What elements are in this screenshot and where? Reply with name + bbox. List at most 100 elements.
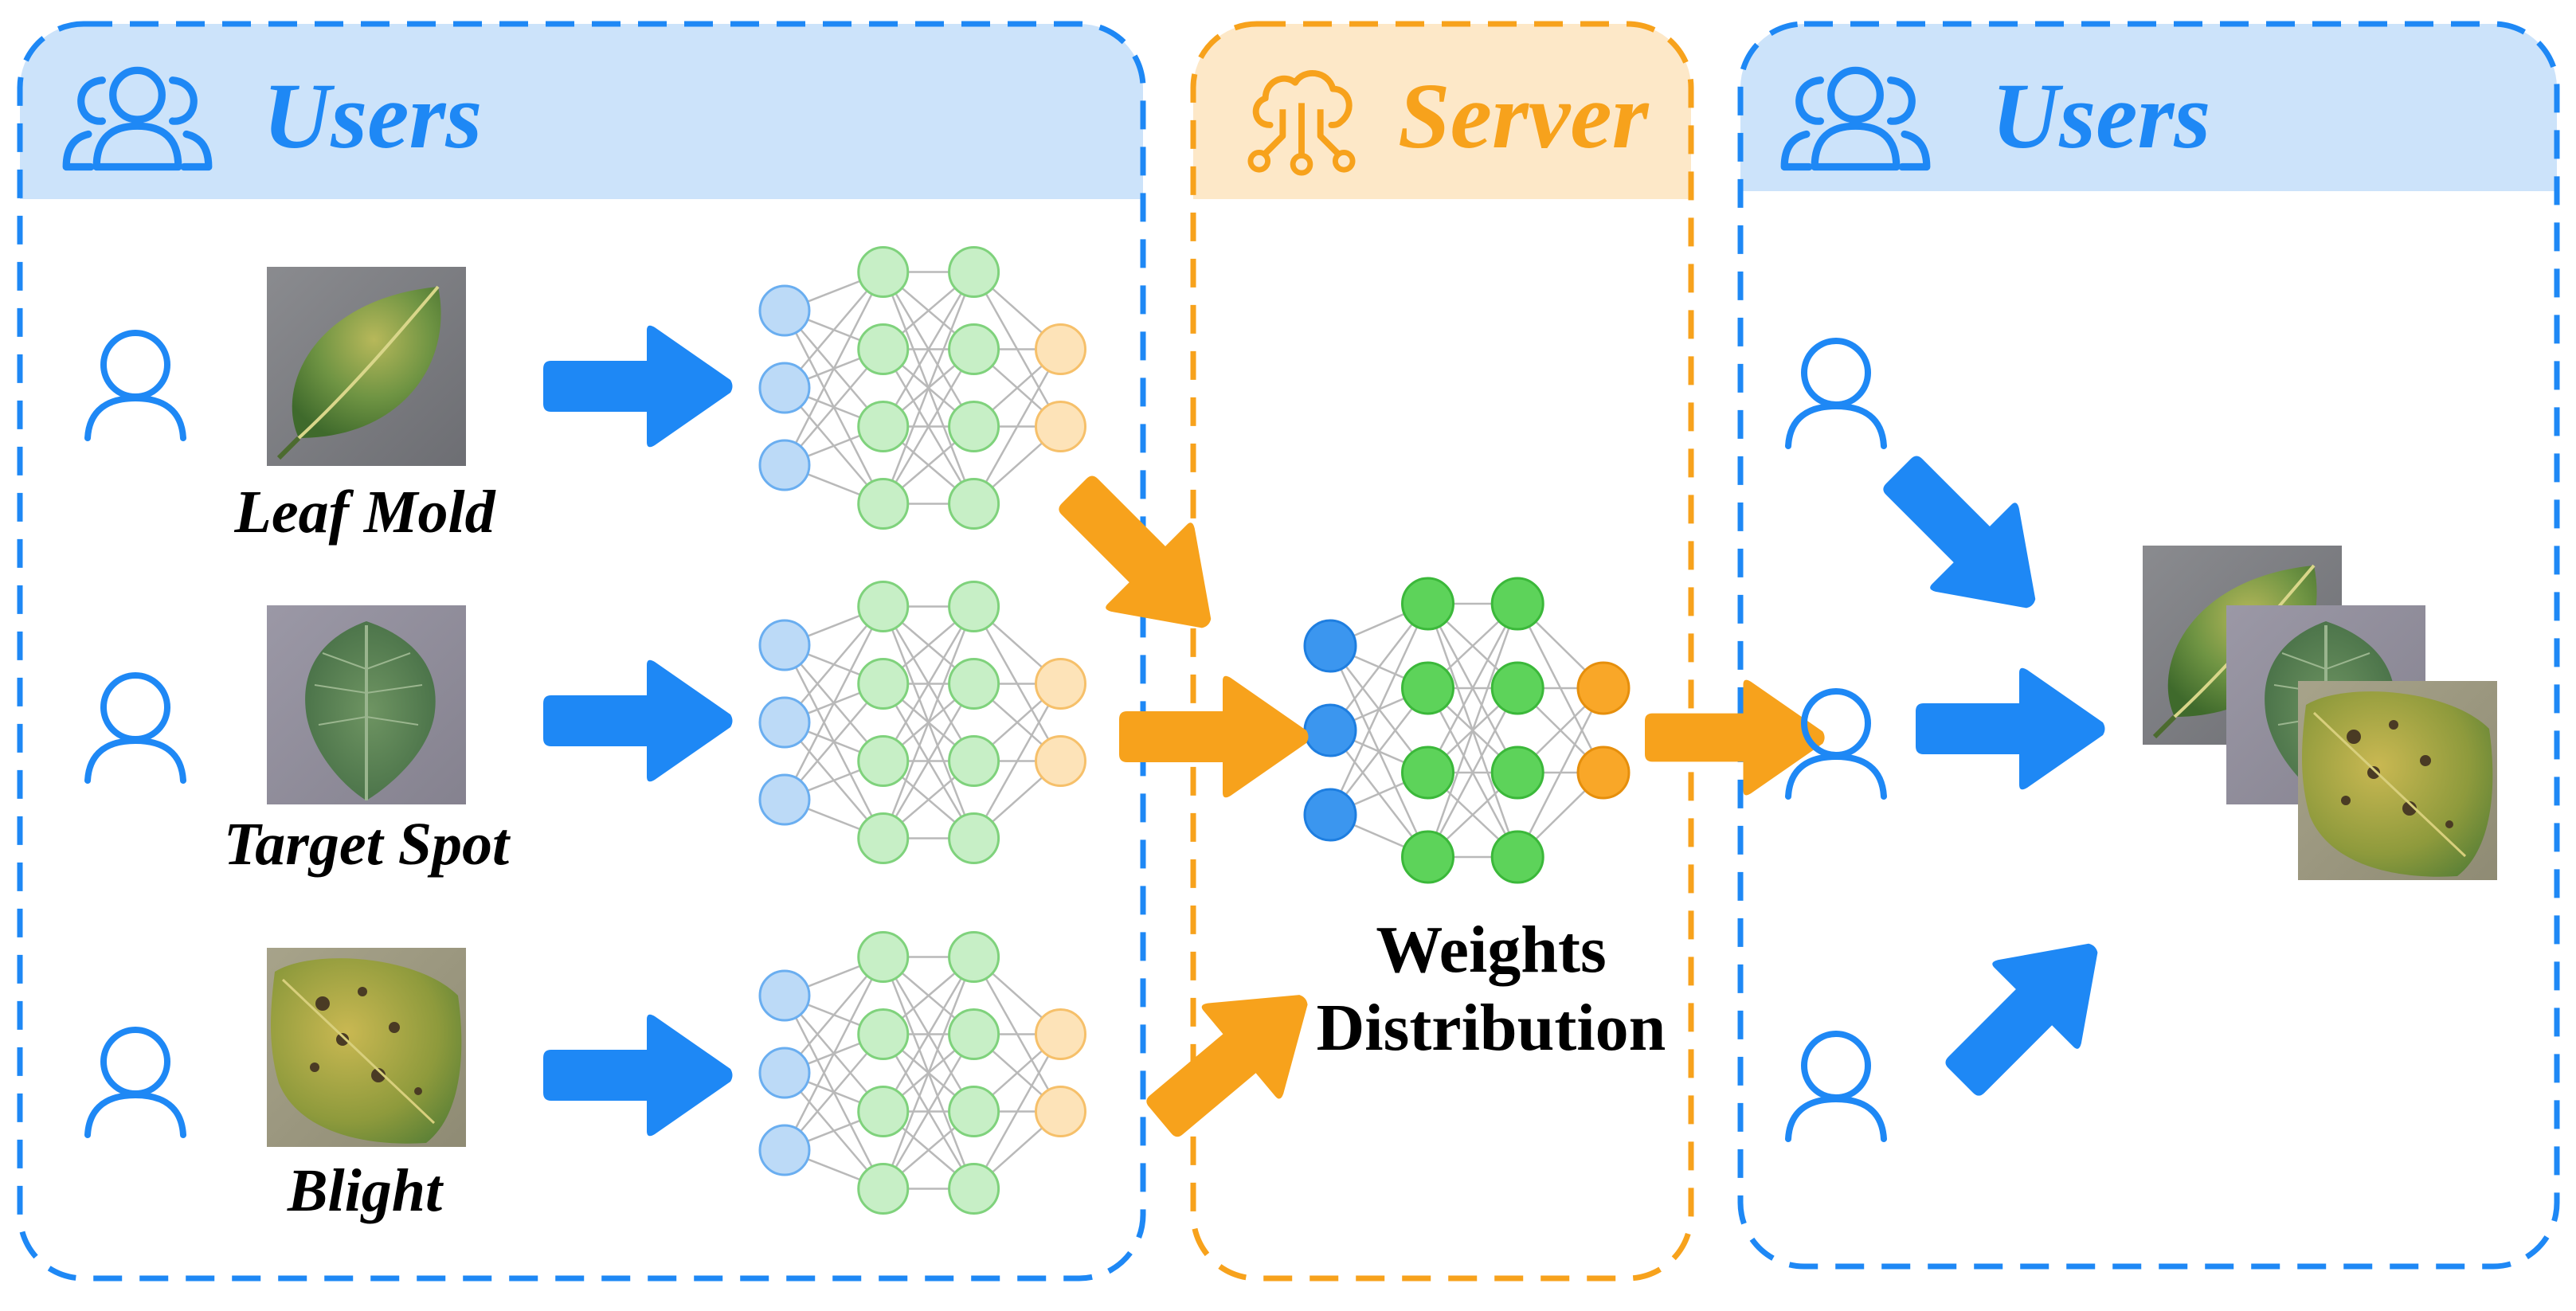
neural-network — [758, 581, 1086, 864]
input-node — [758, 439, 811, 491]
network-edge — [973, 348, 1062, 505]
hidden-node — [857, 581, 910, 632]
hidden-node — [857, 735, 910, 787]
network-edge — [882, 683, 975, 839]
network-edge — [882, 271, 975, 428]
leaf-mold-caption: Leaf Mold — [233, 479, 495, 546]
arrow-right-icon — [543, 1014, 733, 1137]
server-label-line1: Weights — [1376, 913, 1606, 987]
target-spot-image — [267, 605, 466, 804]
network-edge — [1517, 687, 1605, 858]
left-panel-border — [17, 21, 1146, 1282]
hidden-node — [1401, 661, 1454, 715]
output-node — [1035, 1086, 1086, 1137]
arrow-right-icon — [543, 325, 733, 448]
user-icon — [88, 333, 183, 438]
hidden-node — [948, 1163, 1000, 1215]
server-panel-border — [1190, 21, 1694, 1282]
input-node — [758, 619, 811, 671]
input-node — [758, 1124, 811, 1176]
hidden-node — [948, 1086, 1000, 1137]
input-node — [1303, 703, 1357, 757]
user-icon — [88, 675, 183, 781]
hidden-node — [857, 931, 910, 983]
upload-arrows — [1031, 448, 1345, 1167]
right-users-panel: Users — [1737, 21, 2560, 1270]
output-node — [1035, 735, 1086, 787]
hidden-node — [857, 478, 910, 530]
hidden-node — [948, 658, 1000, 710]
hidden-node — [948, 478, 1000, 530]
hidden-node — [857, 1008, 910, 1060]
input-node — [758, 362, 811, 414]
user-icon — [88, 1030, 183, 1135]
network-edge — [882, 272, 975, 504]
hidden-node — [1490, 746, 1544, 800]
arrow-up-right-icon — [1917, 903, 2138, 1124]
network-edge — [973, 1033, 1062, 1190]
network-edge — [1427, 603, 1519, 858]
network-edge — [973, 683, 1062, 839]
network-edge — [1427, 687, 1519, 858]
blight-image — [2298, 681, 2497, 880]
input-node — [758, 773, 811, 826]
hidden-node — [857, 1163, 910, 1215]
output-node — [1035, 401, 1086, 452]
hidden-node — [1490, 661, 1544, 715]
right-panel-title: Users — [1991, 64, 2210, 168]
left-user-row-2: Target Spot — [88, 605, 733, 878]
server-label-line2: Distribution — [1317, 991, 1666, 1065]
hidden-node — [1401, 830, 1454, 884]
hidden-node — [857, 1086, 910, 1137]
network-edge — [882, 956, 975, 1113]
output-node — [1035, 323, 1086, 375]
hidden-node — [948, 246, 1000, 298]
network-edge — [1427, 603, 1519, 773]
leaf-mold-image — [267, 267, 466, 466]
output-node — [1576, 746, 1631, 800]
network-edge — [882, 348, 975, 505]
left-user-row-1: Leaf Mold — [88, 267, 733, 546]
left-user-row-3: Blight — [88, 948, 733, 1224]
blight-image — [267, 948, 466, 1147]
hidden-node — [948, 735, 1000, 787]
network-edge — [783, 605, 884, 800]
server-panel-title: Server — [1398, 64, 1650, 168]
arrow-right-icon — [543, 659, 733, 782]
hidden-node — [948, 401, 1000, 452]
output-node — [1035, 1008, 1086, 1060]
input-node — [1303, 788, 1357, 842]
hidden-node — [857, 812, 910, 864]
neural-network — [758, 246, 1086, 530]
hidden-node — [948, 323, 1000, 375]
hidden-node — [948, 812, 1000, 864]
input-node — [758, 696, 811, 749]
hidden-node — [857, 323, 910, 375]
output-node — [1035, 658, 1086, 710]
network-edge — [783, 956, 884, 1151]
user-icon — [1788, 341, 1884, 446]
target-spot-caption: Target Spot — [224, 811, 511, 878]
arrow-distribute-icon — [1645, 679, 1825, 796]
network-edge — [882, 606, 975, 839]
hidden-node — [857, 658, 910, 710]
blight-caption: Blight — [287, 1157, 444, 1224]
hidden-node — [948, 1008, 1000, 1060]
neural-networks — [758, 246, 1631, 1215]
stacked-leaf-images — [2143, 546, 2497, 880]
arrow-upload-icon — [1121, 952, 1345, 1167]
right-panel-border — [1737, 21, 2560, 1270]
hidden-node — [948, 581, 1000, 632]
arrow-right-icon — [1916, 667, 2105, 790]
hidden-node — [1401, 577, 1454, 631]
server-panel-header — [1193, 24, 1691, 199]
hidden-node — [857, 246, 910, 298]
hidden-node — [948, 931, 1000, 983]
download-arrows — [1855, 428, 2138, 1124]
input-node — [758, 284, 811, 337]
output-node — [1576, 661, 1631, 715]
hidden-node — [1490, 577, 1544, 631]
left-users-panel: Users — [17, 21, 1146, 1282]
left-panel-title: Users — [263, 64, 482, 168]
arrow-upload-icon — [1119, 675, 1309, 798]
